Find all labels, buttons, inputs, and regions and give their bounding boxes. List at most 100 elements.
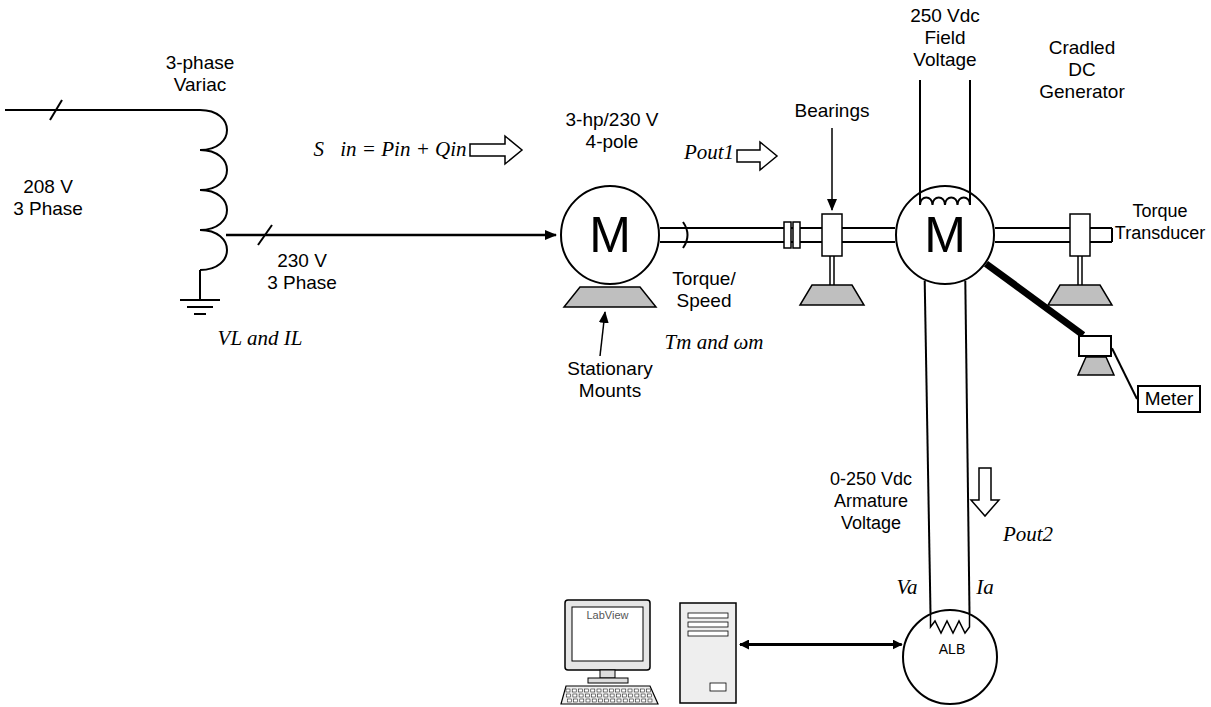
key: [634, 689, 638, 692]
tower-vent: [710, 683, 726, 691]
field-voltage-label: 250 Vdc Field Voltage: [900, 5, 990, 71]
supply-label: 208 V 3 Phase: [8, 176, 88, 220]
key: [574, 699, 578, 702]
armature-leads: [925, 281, 970, 613]
power-label: Pout1: [683, 140, 735, 165]
load-label: ALB: [904, 641, 1000, 658]
monitor-stand: [600, 670, 615, 678]
supply-wire: [5, 109, 200, 111]
right-shaft: [995, 228, 1112, 242]
monitor-base: [588, 678, 628, 683]
key: [647, 694, 651, 697]
key: [610, 694, 614, 697]
signal-wire: [1112, 348, 1137, 399]
power-arrow: [470, 136, 522, 164]
shaft-coupling: [793, 222, 800, 248]
key: [641, 694, 645, 697]
torque-transducer: Torque Transducer: [1078, 335, 1112, 357]
shaft-coupling: [784, 222, 800, 248]
key: [623, 699, 627, 702]
monitor: [565, 600, 650, 670]
ground-symbol: [180, 300, 220, 314]
mount-leader: [600, 312, 605, 356]
line-quantities: VL and IL: [205, 326, 315, 351]
power-formula: S⃗in = Pin + Qin: [312, 137, 468, 162]
screen: [572, 607, 643, 661]
motor-symbol: M: [562, 187, 658, 283]
mount-label: Stationary Mounts: [550, 358, 670, 402]
meter-label: Meter: [1139, 387, 1199, 411]
key: [578, 689, 582, 692]
variac-coil: [199, 270, 201, 300]
active-load-bank: ALB: [902, 609, 998, 705]
motor-feed: [226, 234, 556, 237]
shaft: [660, 227, 895, 243]
key: [591, 689, 595, 692]
bearing: [1048, 214, 1112, 305]
meter-box: Meter: [1137, 385, 1201, 413]
key: [598, 694, 602, 697]
motor-feed: [226, 225, 556, 245]
bearing-label: Bearings: [782, 100, 882, 122]
induction-motor: M3-hp/230 V 4-pole: [560, 185, 660, 285]
key: [592, 694, 596, 697]
generator-label: Cradled DC Generator: [1032, 37, 1132, 103]
bearing: [822, 214, 842, 256]
current-label: Ia: [970, 575, 1000, 600]
resistor-symbol: [931, 613, 970, 633]
armature-voltage-label: 0-250 Vdc Armature Voltage: [822, 468, 920, 534]
key: [611, 699, 615, 702]
key: [597, 689, 601, 692]
armature-leads: [925, 281, 931, 613]
shaft-coupling: [784, 222, 791, 248]
bearing: [1070, 214, 1090, 256]
drive-bay: [688, 622, 728, 627]
key: [567, 694, 571, 697]
motor-rating: 3-hp/230 V 4-pole: [552, 109, 672, 153]
key: [603, 689, 607, 692]
torque-speed-label: Torque/ Speed: [664, 268, 744, 312]
key: [642, 699, 646, 702]
drive-bay: [688, 631, 728, 636]
shaft: [660, 235, 895, 236]
ground-symbol: [194, 313, 206, 315]
key: [567, 699, 571, 702]
ground-symbol: [187, 306, 213, 308]
key: [616, 689, 620, 692]
bearing-leader: [831, 128, 833, 210]
supply-wire: [5, 100, 200, 120]
drive-bay: [688, 613, 728, 618]
right-shaft: [995, 228, 1112, 242]
dc-generator: MCradled DC Generator: [895, 185, 995, 285]
keyboard: [561, 686, 658, 704]
key: [609, 689, 613, 692]
rotation-symbol: [683, 222, 688, 248]
computer: LabView: [560, 595, 738, 705]
key: [573, 694, 577, 697]
bearing: [1048, 285, 1112, 305]
key: [648, 699, 652, 702]
bearing: [800, 285, 864, 305]
key: [636, 699, 640, 702]
software-label: LabView: [572, 609, 643, 622]
key: [585, 689, 589, 692]
power-label: Pout2: [1000, 522, 1056, 547]
ground-symbol: [180, 299, 220, 301]
data-link: [740, 643, 902, 646]
key: [605, 699, 609, 702]
field-winding: [920, 198, 970, 206]
variac-coil: [200, 110, 227, 270]
armature-leads: [965, 281, 969, 613]
key: [622, 689, 626, 692]
key: [647, 689, 651, 692]
power-arrow: [737, 142, 777, 170]
variac-coil: [200, 110, 227, 300]
key: [586, 699, 590, 702]
variac-label: 3-phase Variac: [150, 52, 250, 96]
key: [580, 699, 584, 702]
signal-wire: [1112, 348, 1137, 399]
tower: [680, 603, 736, 703]
mechanical-quantities: Tm and ωm: [652, 330, 776, 355]
key: [616, 694, 620, 697]
key: [623, 694, 627, 697]
